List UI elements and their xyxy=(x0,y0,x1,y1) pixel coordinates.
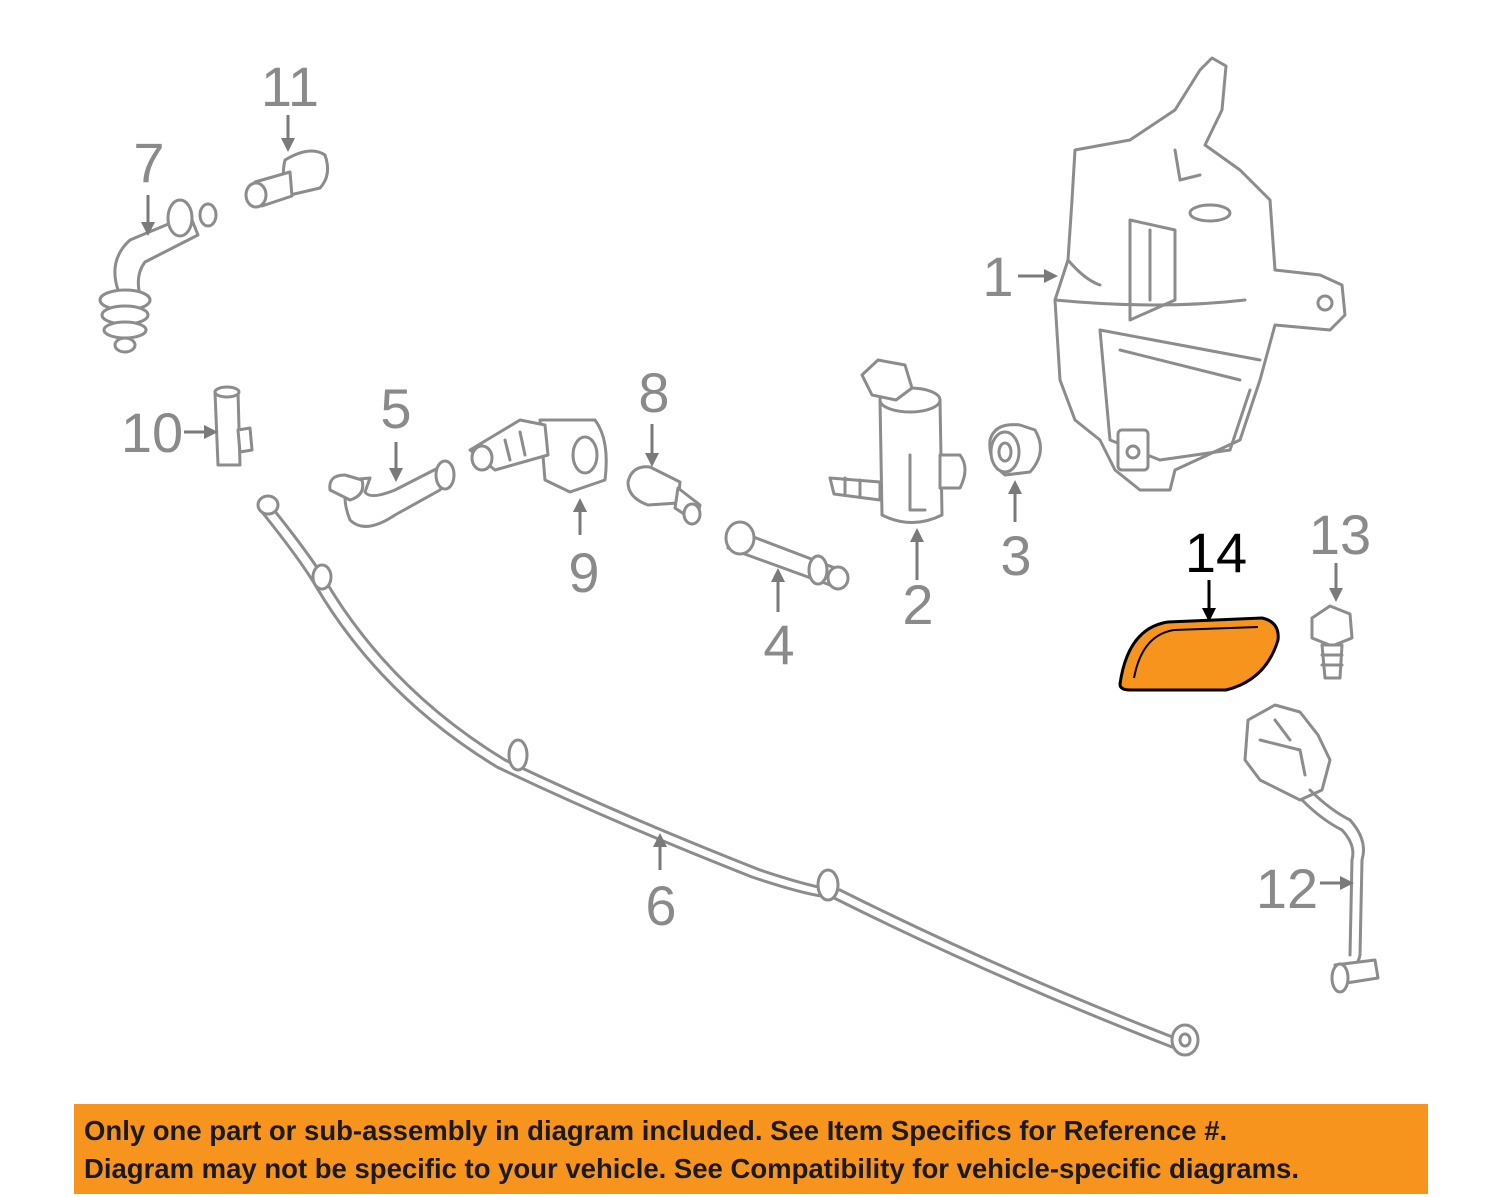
connector-part xyxy=(724,520,850,591)
nozzle-connector-part xyxy=(468,418,608,494)
t-joint-part xyxy=(213,385,254,467)
callout-3: 3 xyxy=(1000,524,1031,587)
disclaimer-line-2: Diagram may not be specific to your vehi… xyxy=(84,1153,1299,1184)
disclaimer-banner: Only one part or sub-assembly in diagram… xyxy=(74,1104,1428,1194)
elbow-hose-part xyxy=(328,459,456,528)
callout-7: 7 xyxy=(133,131,164,194)
grommet-part xyxy=(988,423,1042,477)
callout-4: 4 xyxy=(763,613,794,676)
washer-pump-part xyxy=(828,358,967,524)
washer-hose-part xyxy=(256,494,1200,1057)
callout-9: 9 xyxy=(568,541,599,604)
callout-11: 11 xyxy=(261,55,319,118)
callout-5: 5 xyxy=(380,377,411,440)
callout-10: 10 xyxy=(121,401,183,464)
washer-reservoir-part xyxy=(1053,56,1347,492)
bolt-part xyxy=(1310,604,1354,680)
callout-8: 8 xyxy=(638,361,669,424)
leader-arrows xyxy=(141,115,1354,890)
disclaimer-line-1: Only one part or sub-assembly in diagram… xyxy=(84,1115,1228,1146)
plug-part xyxy=(244,149,330,209)
callout-12: 12 xyxy=(1256,857,1318,920)
check-valve-part xyxy=(626,465,702,526)
callout-6: 6 xyxy=(645,874,676,937)
callout-2: 2 xyxy=(902,573,933,636)
highlighted-cover-part xyxy=(1118,616,1280,692)
wiring-harness-part xyxy=(1243,703,1380,994)
callout-14: 14 xyxy=(1185,521,1247,584)
callout-1: 1 xyxy=(982,245,1013,308)
elbow-connector-part xyxy=(98,198,218,354)
callout-13: 13 xyxy=(1309,503,1371,566)
